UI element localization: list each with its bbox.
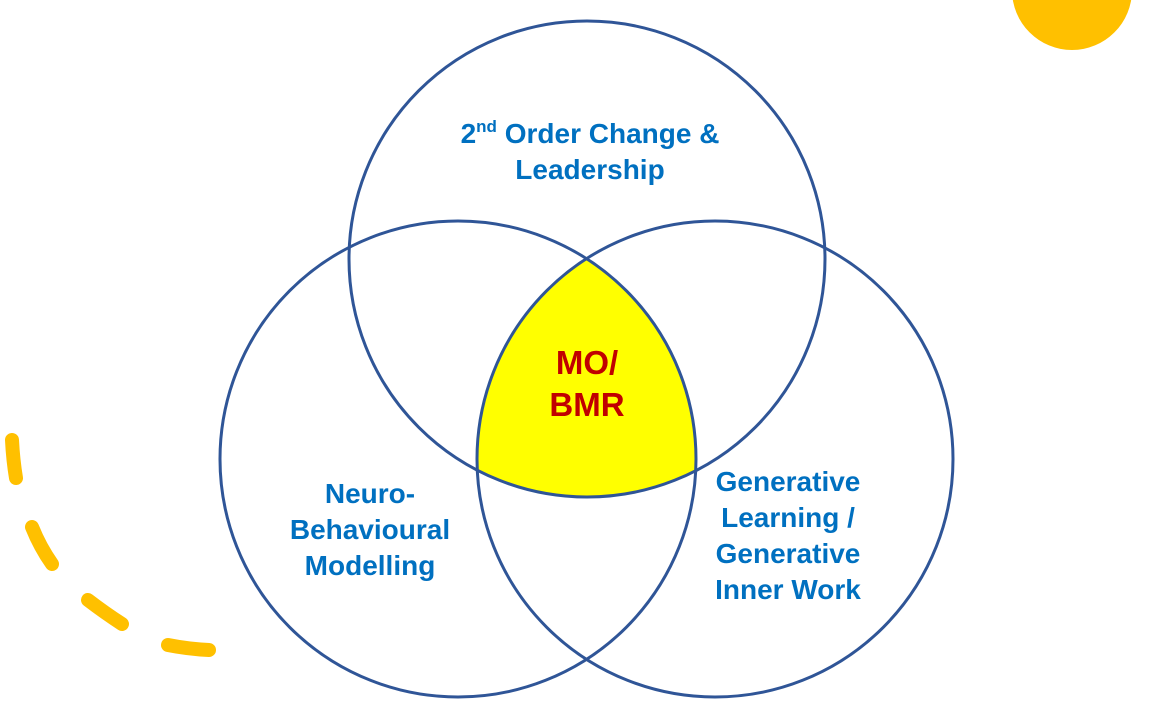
right-circle-label: Generative Learning / Generative Inner W… — [688, 464, 888, 608]
dash-3 — [81, 593, 129, 631]
circle-left — [218, 219, 698, 699]
circle-right — [475, 219, 955, 699]
left-label-line: Behavioural — [289, 514, 451, 545]
center-label: MO/ BMR — [517, 342, 657, 426]
top-label-prefix: 2 — [460, 118, 477, 149]
circle-top — [347, 19, 827, 499]
top-label-line1: 2nd Order Change & — [420, 116, 760, 152]
decorative-orange-circle — [1012, 0, 1132, 50]
top-label-superscript: nd — [476, 117, 497, 136]
dash-2 — [25, 520, 59, 571]
left-label-line: Neuro- — [324, 478, 416, 509]
center-label-line: BMR — [549, 386, 625, 423]
top-label-line2: Leadership — [515, 154, 665, 185]
right-label-line: Inner Work — [715, 574, 861, 605]
right-label-line: Learning / — [721, 502, 855, 533]
right-label-line: Generative — [715, 466, 861, 497]
dash-1 — [5, 433, 23, 485]
left-label-line: Modelling — [304, 550, 436, 581]
right-label-line: Generative — [715, 538, 861, 569]
center-label-line: MO/ — [555, 344, 619, 381]
left-circle-label: Neuro- Behavioural Modelling — [262, 476, 478, 584]
top-label-rest: Order Change & — [496, 118, 720, 149]
center-intersection — [477, 221, 696, 497]
decorative-dashed-arc — [5, 433, 216, 657]
dash-4 — [161, 638, 216, 657]
top-circle-label: 2nd Order Change & Leadership — [420, 116, 760, 188]
